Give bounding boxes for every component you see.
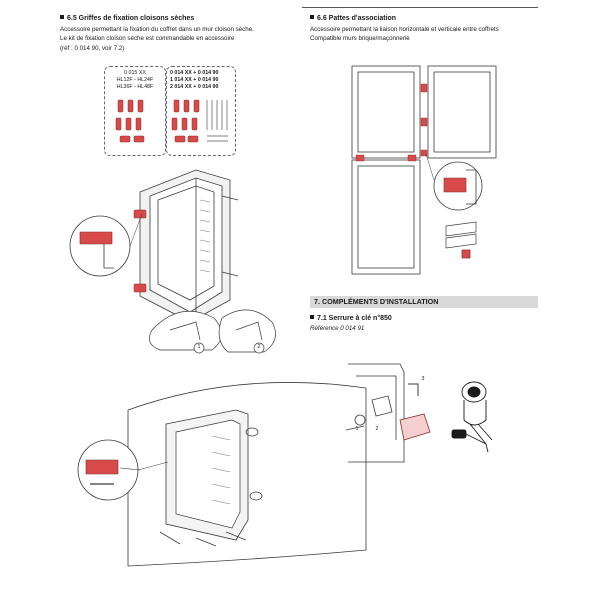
kit-left-ref-1: 0 015 XX	[124, 70, 146, 76]
bullet-square-icon	[310, 15, 314, 19]
key-lock-drawing	[451, 381, 493, 453]
section-6-5-desc-1: Accessoire permettant la fixation du cof…	[60, 26, 254, 33]
lock-step-1-label: 1	[355, 426, 359, 432]
section-7-1-reference: Référence 0 014 91	[310, 325, 365, 332]
header-rule	[302, 7, 538, 8]
kit-left-ref-2: HL12F - HL24F	[116, 77, 154, 83]
kit-box-right	[166, 66, 236, 156]
section-6-5-desc-3: (réf : 0 014 90, voir 7.2)	[60, 45, 125, 52]
step-2-marker-icon	[253, 342, 265, 354]
zoom-detail-claw-drawing	[69, 213, 143, 277]
enclosure-drywall-drawing	[139, 169, 239, 323]
kit-left-ref-3: HL36F - HL48F	[116, 84, 154, 90]
section-6-6-desc-2: Compatible murs brique/maçonnerie	[310, 35, 410, 42]
kit-left-claws-icon	[115, 99, 145, 143]
step-detail-drawings	[149, 309, 276, 353]
bullet-square-icon	[310, 315, 314, 319]
kit-right-ref-2: 1 014 XX + 0 014 90	[170, 77, 219, 83]
association-brackets-drawing	[445, 221, 477, 259]
lock-step-2-label: 2	[375, 426, 379, 432]
association-enclosures-drawing	[351, 65, 497, 275]
claw-markers-icon	[133, 209, 147, 293]
kit-box-left	[104, 66, 166, 156]
section-6-5-title: 6.5 Griffes de fixation cloisons sèches	[60, 14, 194, 23]
lock-step-3-label: 3	[421, 376, 425, 382]
association-tab-markers-icon	[355, 83, 428, 162]
section-6-6-title: 6.6 Pattes d'association	[310, 14, 396, 23]
bullet-square-icon	[60, 15, 64, 19]
lock-installation-drawing	[345, 363, 431, 463]
kit-right-claws-icon	[171, 99, 228, 143]
kit-right-ref-3: 2 014 XX + 0 014 90	[170, 84, 219, 90]
section-6-6-desc-1: Accessoire permettant la liaison horizon…	[310, 26, 499, 33]
step-2-label: 2	[257, 344, 261, 350]
section-7-1-title: 7.1 Serrure à clé n°850	[310, 314, 392, 323]
kit-right-ref-1: 0 014 XX + 0 014 90	[170, 70, 219, 76]
zoom-detail-wall-claw-drawing	[77, 439, 169, 501]
section-7-band: 7. COMPLÉMENTS D'INSTALLATION	[310, 296, 538, 308]
zoom-detail-association-tab-drawing	[425, 153, 483, 211]
step-1-label: 1	[197, 344, 201, 350]
step-1-marker-icon	[193, 342, 205, 354]
wall-installation-drawing	[127, 382, 367, 567]
section-6-5-desc-2: Le kit de fixation cloison sèche est com…	[60, 35, 235, 42]
